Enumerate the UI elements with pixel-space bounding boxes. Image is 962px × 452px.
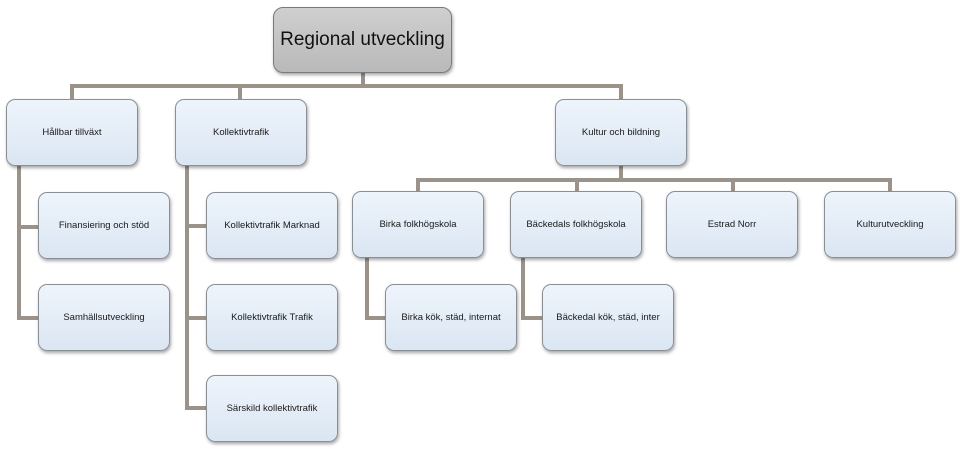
connector-backedal: [521, 256, 544, 320]
node-backedals-folkhogskola[interactable]: Bäckedals folkhögskola: [510, 191, 642, 258]
node-label: Särskild kollektivtrafik: [226, 403, 318, 414]
connector-kollektiv: [185, 163, 208, 410]
node-label: Kulturutveckling: [856, 219, 924, 230]
node-backedal-kok-stad-inter[interactable]: Bäckedal kök, städ, inter: [542, 284, 674, 351]
connector-birka: [365, 256, 387, 320]
node-label: Birka kök, städ, internat: [401, 312, 501, 323]
connector-kultur: [416, 163, 892, 193]
node-label: Kultur och bildning: [581, 127, 661, 138]
node-label: Estrad Norr: [707, 219, 757, 230]
node-label: Birka folkhögskola: [379, 219, 457, 230]
node-label: Kollektivtrafik Trafik: [231, 312, 313, 323]
node-kulturutveckling[interactable]: Kulturutveckling: [824, 191, 956, 258]
node-label: Kollektivtrafik Marknad: [224, 220, 320, 231]
node-regional-utveckling[interactable]: Regional utveckling: [273, 7, 452, 73]
node-kollektivtrafik[interactable]: Kollektivtrafik: [175, 99, 307, 166]
node-hallbar-tillvaxt[interactable]: Hållbar tillväxt: [6, 99, 138, 166]
node-label: Finansiering och stöd: [58, 220, 150, 231]
node-birka-kok-stad-internat[interactable]: Birka kök, städ, internat: [385, 284, 517, 351]
node-label: Bäckedal kök, städ, inter: [556, 312, 660, 323]
node-sarskild-kollektivtrafik[interactable]: Särskild kollektivtrafik: [206, 375, 338, 442]
node-label: Regional utveckling: [280, 29, 445, 50]
node-label: Bäckedals folkhögskola: [526, 219, 626, 230]
node-kultur-och-bildning[interactable]: Kultur och bildning: [555, 99, 687, 166]
node-samhallsutveckling[interactable]: Samhällsutveckling: [38, 284, 170, 351]
node-birka-folkhogskola[interactable]: Birka folkhögskola: [352, 191, 484, 258]
node-label: Kollektivtrafik: [213, 127, 269, 138]
node-estrad-norr[interactable]: Estrad Norr: [666, 191, 798, 258]
node-kollektivtrafik-marknad[interactable]: Kollektivtrafik Marknad: [206, 192, 338, 259]
connector-hallbar: [17, 163, 40, 320]
node-kollektivtrafik-trafik[interactable]: Kollektivtrafik Trafik: [206, 284, 338, 351]
node-label: Samhällsutveckling: [63, 312, 145, 323]
node-label: Hållbar tillväxt: [42, 127, 102, 138]
node-finansiering-och-stod[interactable]: Finansiering och stöd: [38, 192, 170, 259]
connector-root: [70, 70, 623, 101]
